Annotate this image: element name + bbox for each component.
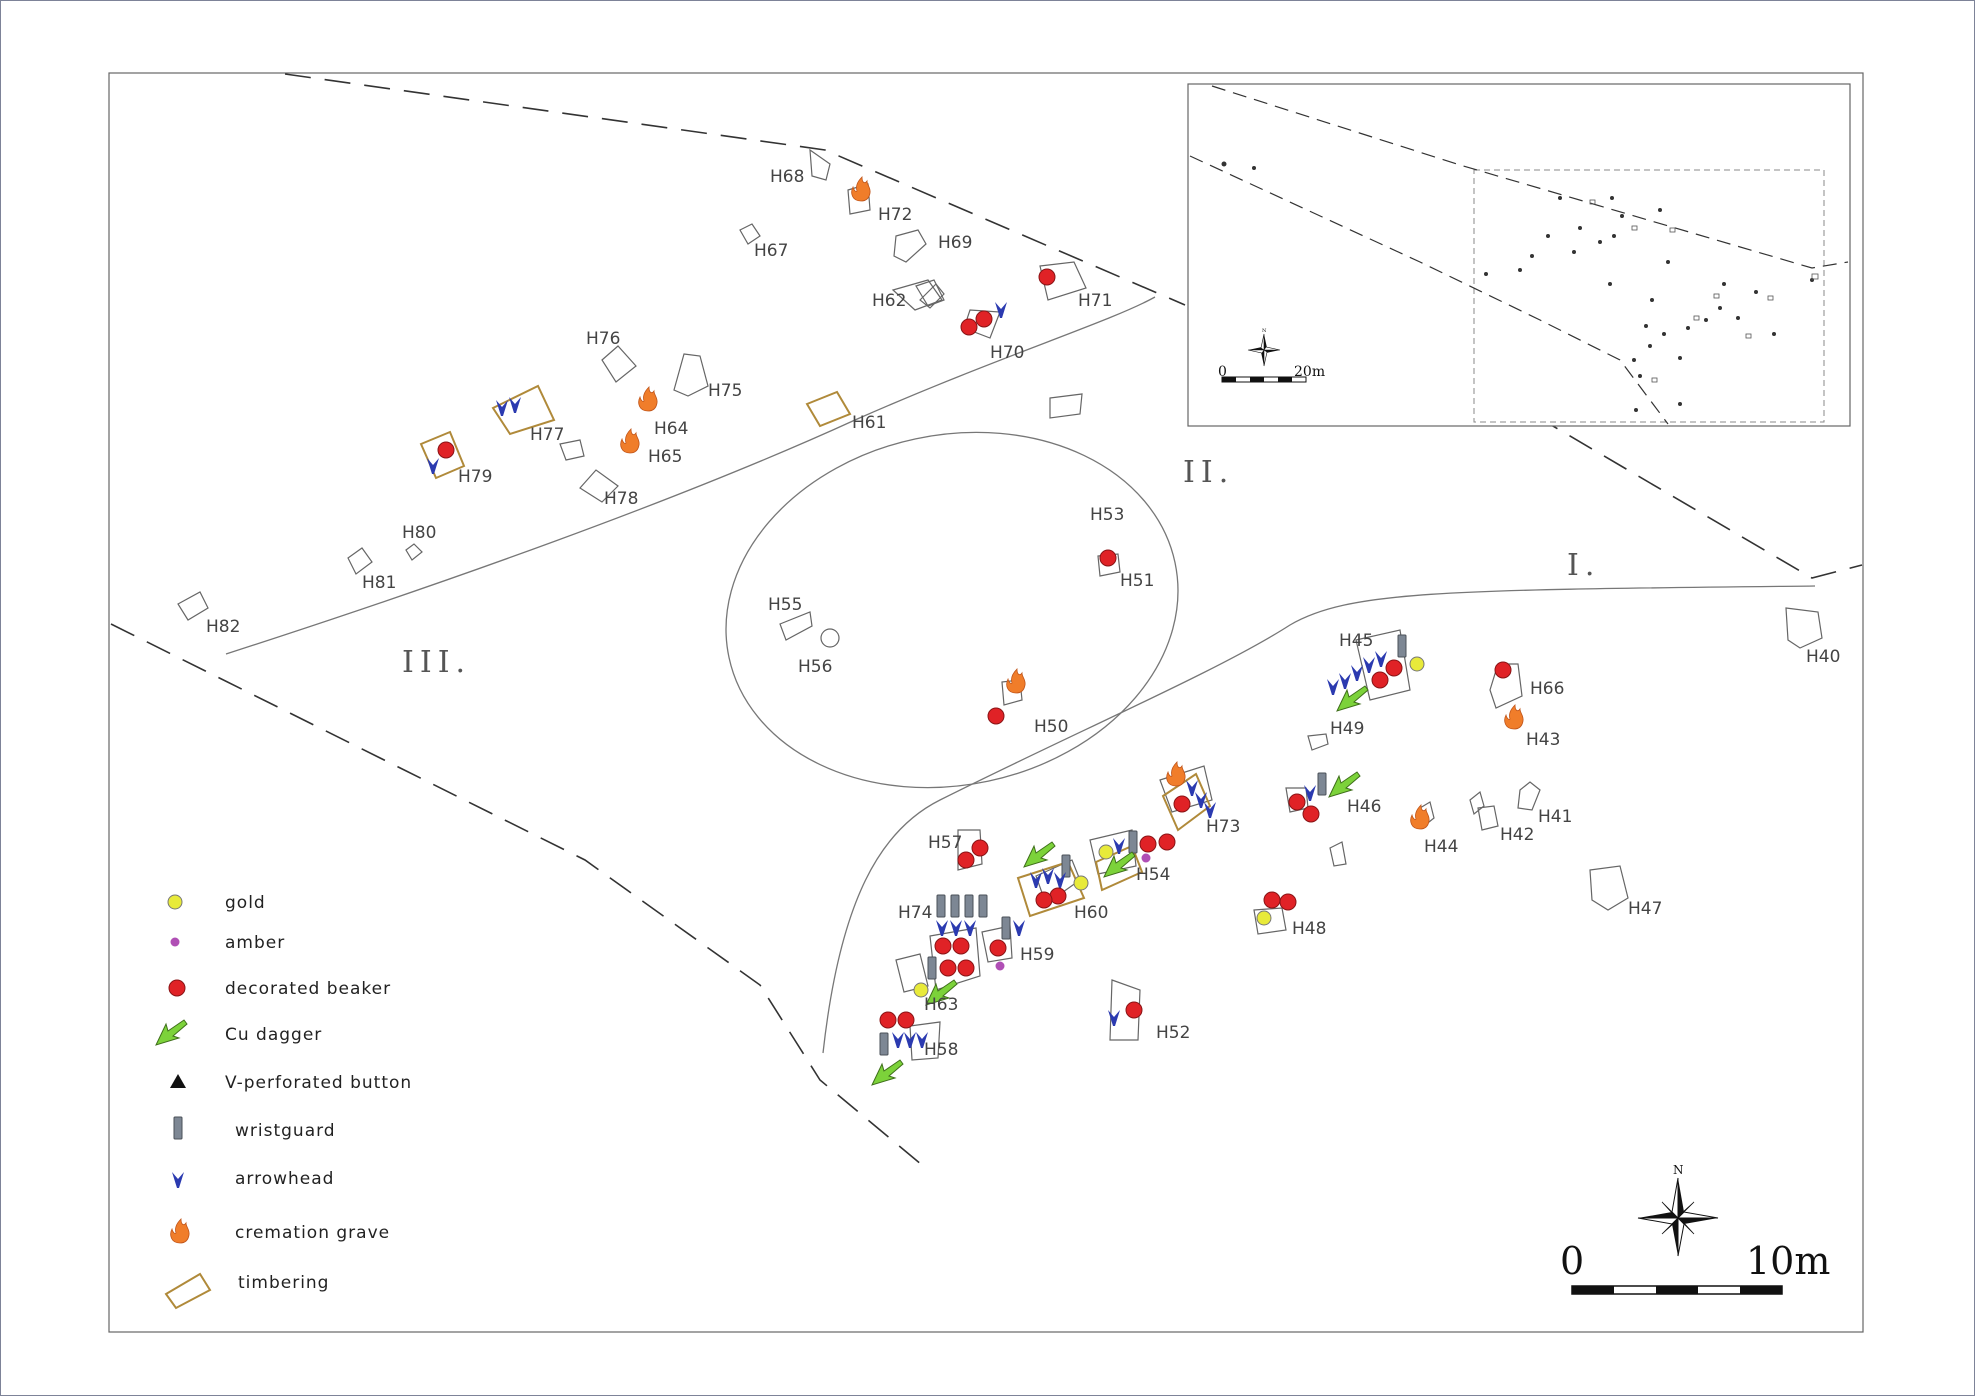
zone-label-iii: III.	[402, 645, 471, 680]
dashed-boundaries	[110, 73, 1863, 1171]
label-h50: H50	[1034, 717, 1068, 737]
inset-scale-start: 0	[1218, 364, 1227, 380]
label-h45: H45	[1339, 631, 1373, 651]
legend-timbering: timbering	[238, 1273, 329, 1293]
label-h76: H76	[586, 329, 620, 349]
grave-labels: H40 H41 H42 H43 H44 H45 H46 H47 H48 H49 …	[206, 167, 1840, 1060]
scale-end: 10m	[1746, 1239, 1830, 1283]
label-h72: H72	[878, 205, 912, 225]
label-h71: H71	[1078, 291, 1112, 311]
label-h63: H63	[924, 995, 958, 1015]
label-h47: H47	[1628, 899, 1662, 919]
label-h52: H52	[1156, 1023, 1190, 1043]
label-h82: H82	[206, 617, 240, 637]
label-h78: H78	[604, 489, 638, 509]
legend-amber: amber	[225, 933, 285, 953]
label-h43: H43	[1526, 730, 1560, 750]
label-h49: H49	[1330, 719, 1364, 739]
label-h48: H48	[1292, 919, 1326, 939]
zone-label-ii: II.	[1183, 455, 1234, 490]
legend-cremation: cremation grave	[235, 1223, 390, 1243]
scale-bar-icon: 0 10m	[1560, 1239, 1830, 1295]
label-h69: H69	[938, 233, 972, 253]
label-h53: H53	[1090, 505, 1124, 525]
label-h46: H46	[1347, 797, 1381, 817]
map-frame	[108, 72, 1864, 1333]
label-h61: H61	[852, 413, 886, 433]
label-h40: H40	[1806, 647, 1840, 667]
legend-dagger: Cu dagger	[225, 1025, 322, 1045]
label-h68: H68	[770, 167, 804, 187]
legend: gold amber decorated beaker Cu dagger V-…	[155, 893, 412, 1310]
label-h41: H41	[1538, 807, 1572, 827]
label-h54: H54	[1136, 865, 1170, 885]
label-h81: H81	[362, 573, 396, 593]
label-h55: H55	[768, 595, 802, 615]
label-h74: H74	[898, 903, 932, 923]
scale-start: 0	[1560, 1239, 1584, 1283]
timbering-frames	[419, 384, 1212, 918]
label-h73: H73	[1206, 817, 1240, 837]
legend-wristguard: wristguard	[235, 1121, 336, 1141]
label-h51: H51	[1120, 571, 1154, 591]
label-h75: H75	[708, 381, 742, 401]
label-h79: H79	[458, 467, 492, 487]
label-h64: H64	[654, 419, 688, 439]
label-h57: H57	[928, 833, 962, 853]
label-h80: H80	[402, 523, 436, 543]
inset-scale-bar-icon: 0 20m	[1218, 364, 1325, 383]
legend-arrowhead: arrowhead	[235, 1169, 334, 1189]
label-h65: H65	[648, 447, 682, 467]
zone-label-i: I.	[1567, 548, 1600, 583]
inset-north-label: N	[1262, 328, 1267, 334]
zone-boundaries	[225, 296, 1816, 1054]
legend-beaker: decorated beaker	[225, 979, 391, 999]
inset-map: 0 20m N	[1187, 83, 1851, 427]
label-h62: H62	[872, 291, 906, 311]
label-h70: H70	[990, 343, 1024, 363]
north-arrow-icon: N	[1637, 1163, 1719, 1257]
inset-scale-end: 20m	[1294, 364, 1325, 380]
label-h77: H77	[530, 425, 564, 445]
legend-button: V-perforated button	[225, 1073, 412, 1093]
label-h58: H58	[924, 1040, 958, 1060]
label-h59: H59	[1020, 945, 1054, 965]
label-h42: H42	[1500, 825, 1534, 845]
label-h56: H56	[798, 657, 832, 677]
label-h66: H66	[1530, 679, 1564, 699]
inset-north-arrow-icon: N	[1247, 328, 1281, 367]
legend-gold: gold	[225, 893, 266, 913]
label-h67: H67	[754, 241, 788, 261]
label-h60: H60	[1074, 903, 1108, 923]
label-h44: H44	[1424, 837, 1458, 857]
north-label: N	[1673, 1163, 1684, 1177]
